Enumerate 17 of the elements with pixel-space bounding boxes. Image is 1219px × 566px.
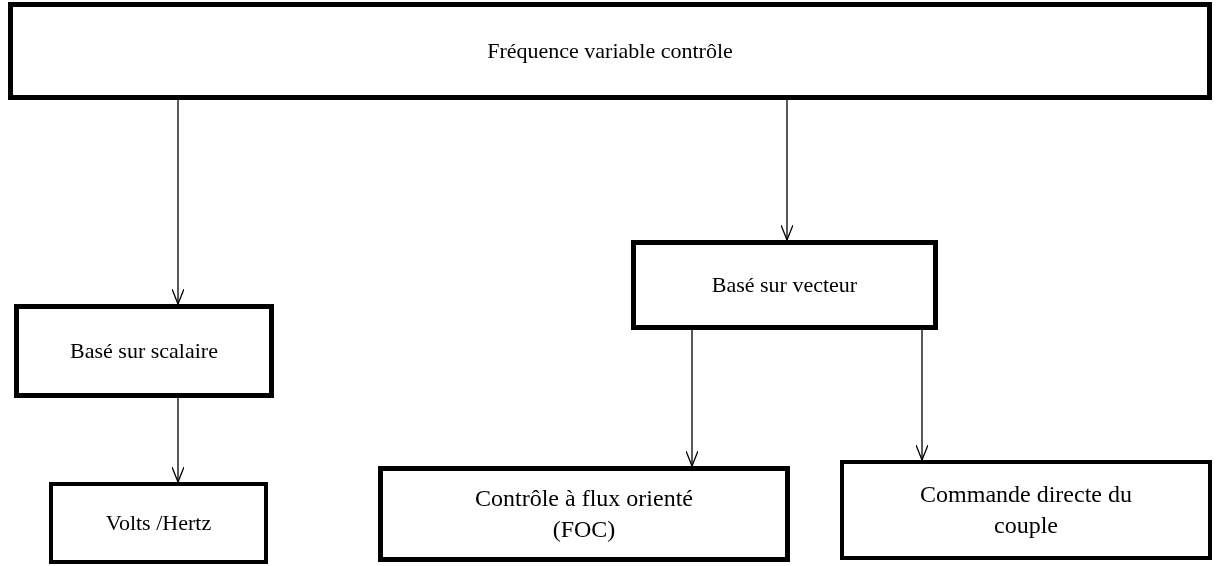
- process-box: [631, 240, 938, 330]
- box-label: Fréquence variable contrôle: [487, 36, 733, 65]
- box-label: Contrôle à flux orienté (FOC): [474, 483, 694, 544]
- process-box: [840, 460, 1212, 560]
- box-label: Volts /Hertz: [105, 508, 212, 537]
- box-label: Commande directe du couple: [919, 479, 1133, 540]
- arrow: [780, 99, 794, 241]
- box-label: Basé sur scalaire: [70, 336, 218, 365]
- process-box: [378, 466, 790, 562]
- process-box: [8, 2, 1212, 100]
- arrow: [685, 329, 699, 467]
- arrow: [915, 329, 929, 461]
- process-box: [14, 304, 274, 398]
- box-label: Basé sur vecteur: [711, 270, 858, 299]
- arrow: [171, 99, 185, 305]
- process-box: [49, 482, 268, 564]
- arrow: [171, 397, 185, 483]
